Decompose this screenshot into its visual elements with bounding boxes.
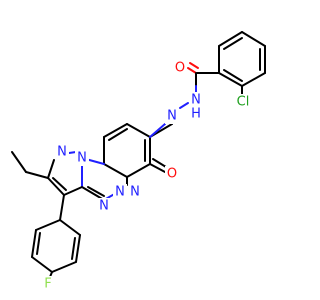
pyrazole-ring <box>47 151 83 196</box>
pyridone-nitrogen-label: N <box>167 109 177 124</box>
triazine-nitrogen-lower-label: N <box>99 199 109 214</box>
triazine-nitrogen-right-label: N <box>130 185 140 200</box>
amide-group <box>179 62 220 109</box>
structure-drawing: O N H Cl N O N N N N N F <box>11 31 266 292</box>
bridge-nitrogen-label: N <box>77 151 87 166</box>
chlorophenyl-ring <box>218 31 266 87</box>
atom-labels: O N H Cl N O N N N N N F <box>41 60 254 292</box>
pyrazole-nitrogen-label: N <box>57 145 67 160</box>
chlorine-label: Cl <box>237 95 250 110</box>
ethyl-group <box>11 151 49 179</box>
ketone-oxygen-label: O <box>167 167 177 182</box>
molecule-diagram: O N H Cl N O N N N N N F <box>11 31 266 292</box>
pyridone-ring <box>103 115 173 178</box>
ketone-bond <box>149 158 167 173</box>
triazine-nitrogen-mid-label: N <box>115 185 125 200</box>
amide-nitrogen-label: N <box>191 93 201 108</box>
amide-oxygen-label: O <box>175 61 185 76</box>
fluorophenyl-ring <box>31 194 81 283</box>
amide-hydrogen-label: H <box>191 107 201 122</box>
fluorine-label: F <box>44 277 51 292</box>
